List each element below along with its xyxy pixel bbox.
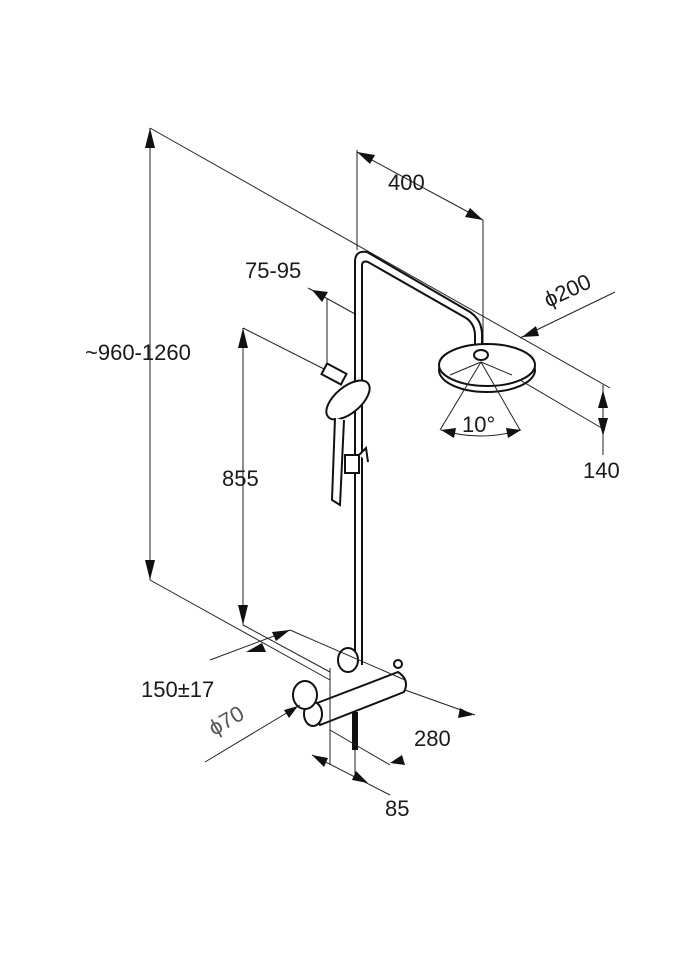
thermostatic-mixer [292, 647, 407, 750]
head-height-dimension [598, 385, 608, 455]
head-angle-label: 10° [462, 412, 496, 437]
riser-pipe [354, 250, 483, 665]
hand-shower [320, 362, 371, 507]
arm-length-dimension [356, 150, 484, 345]
total-height-dimension [145, 127, 611, 681]
overhead-shower [438, 343, 536, 438]
head-diameter-dimension [519, 291, 616, 431]
head-height-label: 140 [583, 458, 620, 483]
handshower-height-label: 855 [222, 466, 259, 491]
total-height-label: ~960-1260 [85, 340, 191, 365]
arm-length-label: 400 [388, 170, 425, 195]
inlet-spacing-label: 150±17 [141, 677, 215, 702]
handshower-height-dimension [238, 327, 331, 673]
mixer-dimensions [204, 629, 476, 796]
slider-offset-label: 75-95 [245, 258, 302, 283]
wall-offset-label: 85 [385, 796, 410, 821]
mixer-width-label: 280 [414, 726, 451, 751]
